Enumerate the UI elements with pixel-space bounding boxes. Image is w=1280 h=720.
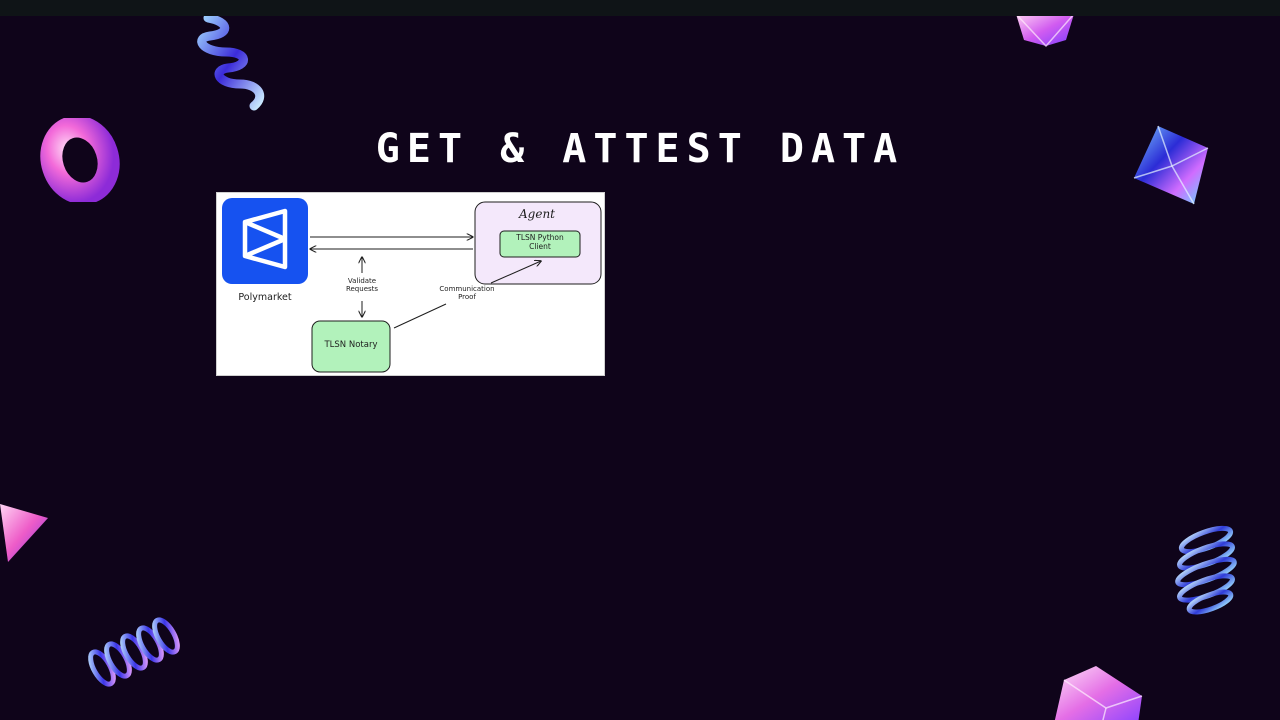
top-bar [0, 0, 1280, 16]
slide: GET & ATTEST DATA [0, 16, 1280, 720]
notary-box [311, 320, 391, 373]
torus-icon [40, 118, 120, 202]
polymarket-label: Polymarket [238, 292, 292, 303]
gem-icon [1016, 16, 1074, 48]
spring-icon [88, 617, 180, 687]
octahedron-icon [1133, 125, 1209, 205]
proof-line [393, 303, 447, 329]
polymarket-logo [222, 198, 308, 284]
cube-icon [1054, 666, 1143, 720]
spiral-icon [197, 16, 265, 111]
client-label: TLSN Python Client [516, 233, 564, 251]
notary-label: TLSN Notary [324, 340, 378, 350]
slide-title: GET & ATTEST DATA [375, 126, 905, 172]
architecture-diagram: Polymarket Agent TLSN Python Client TLSN… [216, 192, 605, 376]
validate-requests-label: Validate Requests [345, 277, 379, 294]
communication-proof-label: Communication Proof [439, 285, 495, 302]
agent-label: Agent [519, 207, 555, 221]
spring-icon [1175, 525, 1237, 615]
cone-icon [0, 504, 48, 562]
arrow-proof [490, 261, 541, 284]
client-box [499, 230, 581, 258]
